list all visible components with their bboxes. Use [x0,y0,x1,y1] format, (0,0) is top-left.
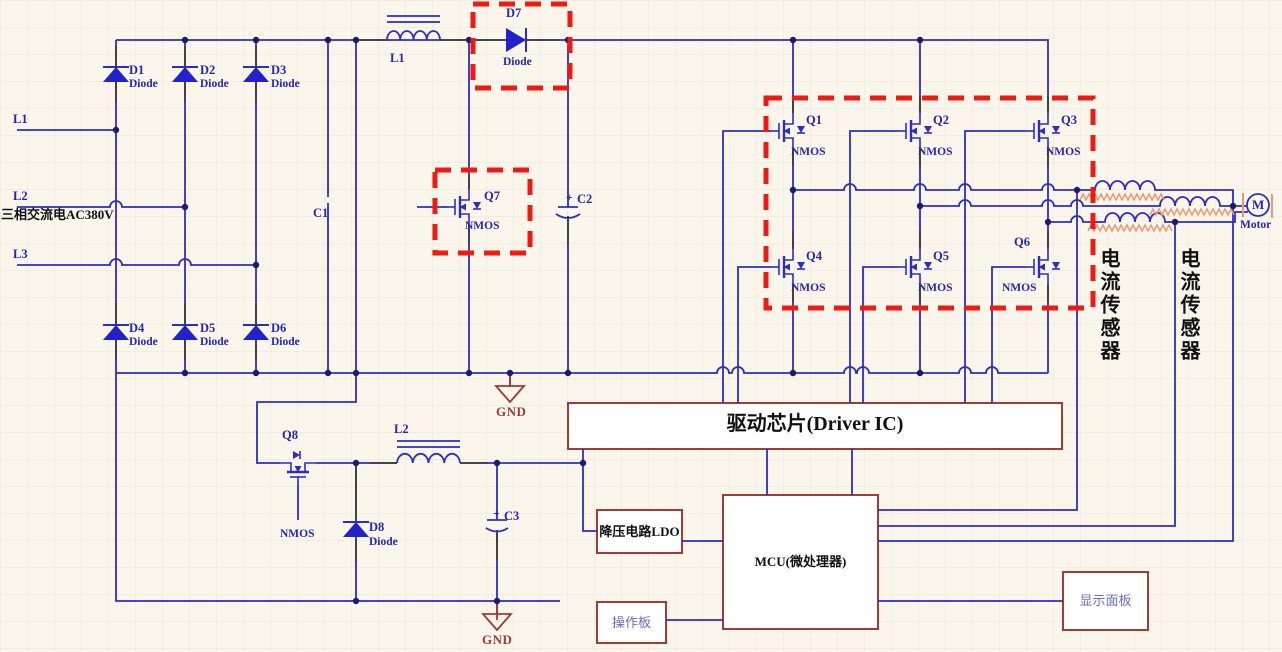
c3-polarity: + [493,508,500,520]
c2-polarity: + [566,192,573,204]
q5-gate-line [862,266,898,403]
display-panel-box [1062,571,1149,631]
c2-column [555,40,581,373]
driver-ic-box [567,402,1063,450]
c1-label: C1 [313,206,329,220]
driver-ic-label: 驱动芯片(Driver IC) [726,413,904,435]
boost-inductor-core [387,15,440,23]
d3-type: Diode [271,78,300,90]
d5-ref: D5 [200,321,216,335]
ac-line1-label: L1 [13,112,28,126]
d3-ref: D3 [271,63,287,77]
ac-line3-label: L3 [13,247,28,261]
q8-type: NMOS [280,528,315,540]
motor-label: Motor [1240,219,1272,231]
ac-line-3 [17,258,256,266]
highlight-box-q7 [432,167,533,256]
control-panel-label: 操作板 [611,615,651,630]
d1-ref: D1 [129,63,145,77]
q6-ref: Q6 [1014,235,1030,249]
motor-symbol: M [1252,197,1265,212]
d6-ref: D6 [271,321,287,335]
boost-inductor-label: L1 [390,51,405,65]
d2-type: Diode [200,78,229,90]
dc-bus [116,366,1048,374]
mcu-box [722,494,879,630]
sensor-zigzag-2 [1149,207,1235,217]
gnd1-label: GND [496,404,527,419]
d4-ref: D4 [129,321,145,335]
d7-type: Diode [503,56,532,68]
buck-inductor-coil [396,452,461,464]
q3-type: NMOS [1046,146,1081,158]
current-sensor2-label: 电流传感器 [1177,248,1199,363]
q6-gate-line [991,266,1026,403]
d1-type: Diode [129,78,158,90]
q1-type: NMOS [791,146,826,158]
q8-ref: Q8 [282,428,298,442]
ac-line2-label: L2 [13,189,28,203]
d4-type: Diode [129,336,158,348]
mcu-label: MCU(微处理器) [754,554,847,569]
phase-b [920,196,1247,207]
motor-circle [1246,193,1270,217]
q3-gate-line [964,130,1026,403]
q6-type: NMOS [1002,282,1037,294]
q3-ref: Q3 [1061,113,1077,127]
ac-line-2 [17,200,185,208]
ac-source-label: 三相交流电AC380V [1,207,114,222]
d5-type: Diode [200,336,229,348]
junction-dots [112,36,1237,605]
q2-type: NMOS [918,146,953,158]
ldo-label: 降压电路LDO [599,524,680,539]
q4-type: NMOS [791,282,826,294]
aux-feed [256,40,357,464]
sense-tap-1 [878,190,1078,511]
bottom-rail [115,373,560,602]
c3-column [485,463,509,601]
gnd2-label: GND [482,632,513,647]
q2-gate-line [849,130,898,403]
d7-ref: D7 [506,6,522,20]
sensor-zigzag-3 [1087,223,1173,233]
d8-ref: D8 [369,520,385,534]
highlight-box-inverter [763,95,1096,311]
q7-type: NMOS [465,220,500,232]
pin-stubs [115,39,1049,562]
current-sensor1-label: 电流传感器 [1097,248,1119,363]
q4-gate-line [737,266,771,403]
buck-inductor-label: L2 [394,422,409,436]
q2-ref: Q2 [933,113,949,127]
components [102,28,1062,631]
highlight-box-d7 [470,1,573,91]
q7-ref: Q7 [484,189,500,203]
boost-inductor-coil [386,30,441,41]
d8-type: Diode [369,536,398,548]
q1-gate-line [722,130,771,403]
d6-type: Diode [271,336,300,348]
sense-tap-3 [878,206,1234,542]
d2-ref: D2 [200,63,216,77]
motor-terminal-marks [1242,193,1273,218]
q4-ref: Q4 [806,249,822,263]
buck-inductor-core [397,440,460,448]
display-panel-label: 显示面板 [1079,593,1132,608]
phase-c [1048,211,1248,223]
control-panel-box [596,601,667,644]
highlight-boxes [432,1,1096,311]
q1-ref: Q1 [806,113,822,127]
q7-leads [417,40,470,373]
q5-type: NMOS [918,282,953,294]
sense-tap-2 [878,222,1176,527]
c2-label: C2 [577,192,593,206]
c3-label: C3 [504,509,520,523]
q5-ref: Q5 [933,249,949,263]
block-boxes [567,402,1149,644]
phase-a [793,180,1234,206]
d7-diode [506,28,527,52]
